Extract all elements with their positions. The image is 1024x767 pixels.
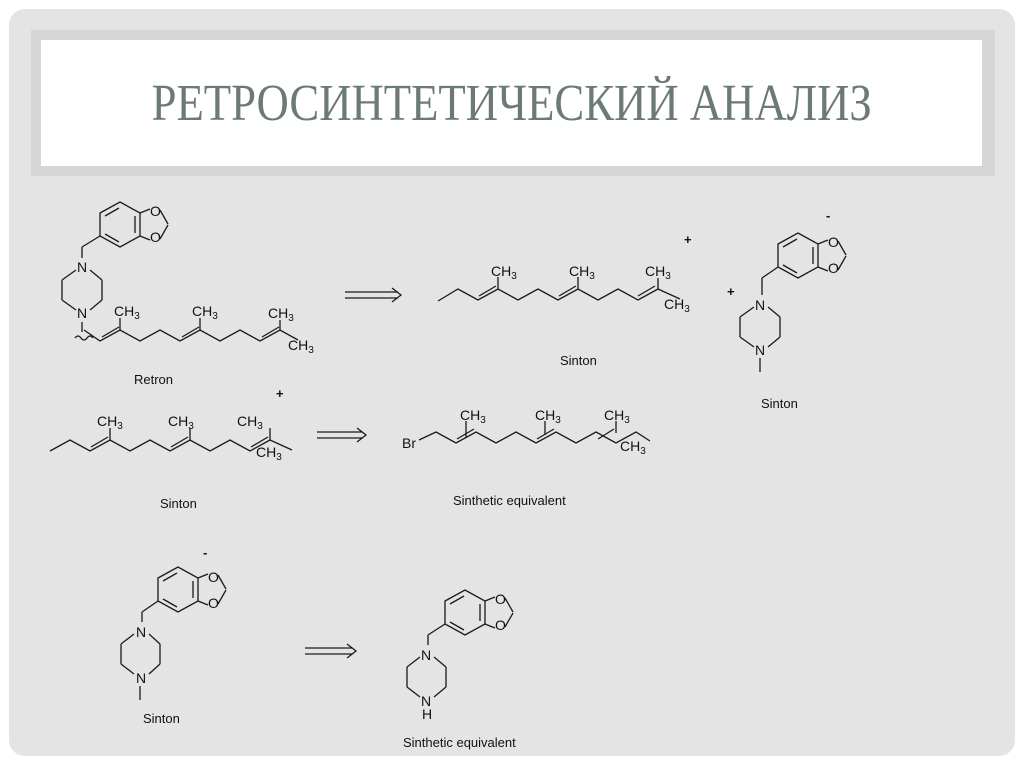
svg-text:N: N: [77, 259, 87, 275]
svg-text:N: N: [755, 342, 765, 358]
svg-text:O: O: [208, 569, 219, 585]
svg-text:O: O: [150, 203, 161, 219]
svg-text:CH3: CH3: [645, 263, 671, 282]
svg-text:CH3: CH3: [569, 263, 595, 282]
svg-text:N: N: [755, 297, 765, 313]
svg-text:CH3: CH3: [604, 407, 630, 426]
synthetic-equivalent-piperazine-label: Sinthetic equivalent: [403, 735, 516, 750]
svg-text:O: O: [828, 260, 839, 276]
retron-structure: O O N N CH3 CH3 CH3 CH3: [61, 201, 314, 356]
svg-text:N: N: [136, 624, 146, 640]
retro-arrow-3: [305, 643, 358, 659]
sinton-top-chain-structure: CH3 CH3 CH3 CH3: [437, 263, 690, 315]
svg-text:CH3: CH3: [460, 407, 486, 426]
svg-text:CH3: CH3: [620, 438, 646, 457]
svg-text:CH3: CH3: [114, 303, 140, 322]
title-box: РЕТРОСИНТЕТИЧЕСКИЙ АНАЛИЗ: [41, 40, 982, 166]
svg-text:N: N: [421, 693, 431, 709]
svg-text:N: N: [77, 305, 87, 321]
svg-text:O: O: [208, 595, 219, 611]
svg-text:CH3: CH3: [237, 413, 263, 432]
retro-arrow-1: [345, 287, 403, 303]
sinton-top-piperazine-structure: O O N N: [739, 232, 847, 372]
charge-plus-mid-chain: +: [276, 386, 284, 401]
svg-text:CH3: CH3: [288, 337, 314, 356]
svg-text:CH3: CH3: [491, 263, 517, 282]
svg-text:O: O: [495, 617, 506, 633]
svg-text:CH3: CH3: [97, 413, 123, 432]
page-title: РЕТРОСИНТЕТИЧЕСКИЙ АНАЛИЗ: [151, 74, 872, 132]
svg-text:O: O: [828, 234, 839, 250]
synthetic-equivalent-bromide-label: Sinthetic equivalent: [453, 493, 566, 508]
svg-text:CH3: CH3: [664, 296, 690, 315]
svg-text:O: O: [150, 229, 161, 245]
sinton-mid-chain-label: Sinton: [160, 496, 197, 511]
svg-text:N: N: [421, 647, 431, 663]
svg-text:Br: Br: [402, 435, 416, 451]
svg-text:CH3: CH3: [256, 444, 282, 463]
svg-text:N: N: [136, 670, 146, 686]
synthetic-equivalent-bromide-structure: Br CH3 CH3 CH3 CH3: [402, 407, 651, 457]
svg-text:H: H: [422, 706, 432, 722]
sinton-bottom-piperazine-structure: O O N N: [120, 566, 227, 700]
synthetic-equivalent-piperazine-structure: O O N N H: [406, 589, 514, 722]
charge-plus-top-chain: +: [684, 232, 692, 247]
sinton-top-chain-label: Sinton: [560, 353, 597, 368]
charge-minus-top-piperazine: -: [826, 208, 831, 223]
sinton-mid-chain-structure: CH3 CH3 CH3 CH3: [49, 413, 293, 463]
retron-label: Retron: [134, 372, 174, 387]
svg-text:O: O: [495, 591, 506, 607]
svg-text:CH3: CH3: [268, 305, 294, 324]
charge-minus-bottom-piperazine: -: [203, 545, 208, 560]
plus-sign: +: [727, 284, 735, 299]
svg-text:CH3: CH3: [535, 407, 561, 426]
svg-text:CH3: CH3: [168, 413, 194, 432]
sinton-bottom-piperazine-label: Sinton: [143, 711, 180, 726]
retro-arrow-2: [317, 427, 368, 443]
svg-text:CH3: CH3: [192, 303, 218, 322]
sinton-top-piperazine-label: Sinton: [761, 396, 798, 411]
